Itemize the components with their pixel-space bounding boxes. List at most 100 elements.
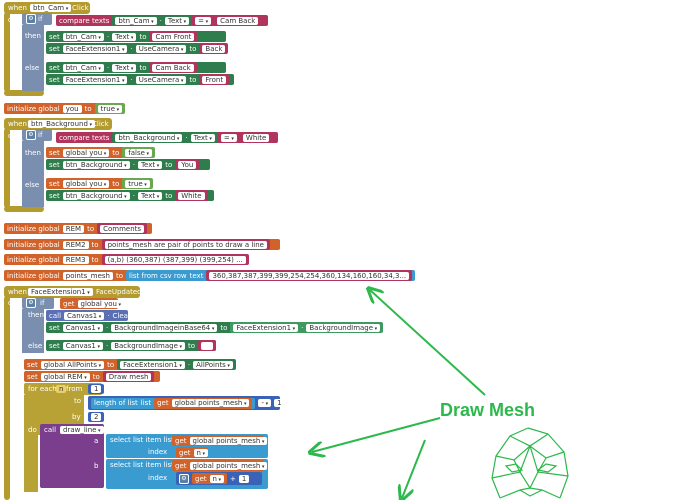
var-name-field[interactable]: REM — [62, 224, 85, 233]
boolean-dropdown[interactable]: true — [97, 104, 123, 113]
property-dropdown[interactable]: AllPoints — [193, 360, 233, 369]
text-field[interactable]: Back — [202, 44, 226, 53]
loop-var-field[interactable]: n — [56, 385, 67, 393]
operator-dropdown[interactable]: - — [258, 399, 272, 407]
component-dropdown[interactable]: FaceExtension1 — [28, 288, 93, 296]
component-dropdown[interactable]: Canvas1 — [62, 341, 103, 350]
component-dropdown[interactable]: btn_Cam — [115, 16, 157, 25]
text-literal[interactable]: Comments — [97, 223, 148, 234]
var-name-field[interactable]: REM3 — [62, 255, 89, 264]
text-literal[interactable]: points_mesh are pair of points to draw a… — [101, 239, 270, 250]
text-literal[interactable]: 360,387,387,399,399,254,254,360,134,160,… — [206, 270, 413, 281]
var-name-field[interactable]: REM2 — [62, 240, 89, 249]
boolean-literal[interactable]: true — [94, 103, 126, 114]
property-dropdown[interactable]: BackgroundImage — [111, 341, 185, 350]
text-field[interactable]: (a,b) (360,387) (387,399) (399,254) ... — [104, 255, 246, 264]
text-literal[interactable]: Back — [199, 43, 229, 54]
compare-texts-block[interactable]: compare texts btn_Cam·Text = Cam Back — [56, 15, 268, 26]
number-field[interactable]: 2 — [91, 413, 102, 421]
component-dropdown[interactable]: btn_Background — [28, 120, 95, 128]
number-field[interactable]: 1 — [91, 385, 102, 393]
property-dropdown[interactable]: Text — [137, 191, 163, 200]
component-getter[interactable]: btn_Cam·Text — [112, 15, 193, 26]
variable-dropdown[interactable]: global points_mesh — [171, 399, 250, 407]
number-literal[interactable]: 1 — [88, 384, 105, 394]
text-field[interactable]: You — [178, 160, 197, 169]
variable-dropdown[interactable]: global you — [62, 148, 110, 157]
number-field[interactable]: 1 — [238, 474, 250, 483]
component-dropdown[interactable]: btn_Background — [62, 160, 130, 169]
component-getter[interactable]: FaceExtension1·AllPoints — [117, 359, 236, 370]
boolean-literal[interactable]: true — [122, 178, 153, 189]
text-field[interactable]: Draw mesh — [105, 372, 152, 381]
property-dropdown[interactable]: BackgroundImageinBase64 — [111, 323, 218, 332]
property-dropdown[interactable]: BackgroundImage — [306, 323, 381, 332]
component-dropdown[interactable]: btn_Cam — [62, 32, 104, 41]
property-dropdown[interactable]: Text — [112, 32, 137, 41]
text-literal[interactable] — [198, 340, 217, 351]
text-literal[interactable]: Front — [199, 74, 230, 85]
component-dropdown[interactable]: Canvas1 — [64, 311, 105, 320]
component-getter[interactable]: btn_Background·Text — [112, 132, 218, 143]
set-property-block[interactable]: setCanvas1·BackgroundImageinBase64toFace… — [46, 322, 384, 333]
text-literal[interactable]: (a,b) (360,387) (387,399) (399,254) ... — [101, 254, 249, 265]
component-dropdown[interactable]: FaceExtension1 — [62, 75, 128, 84]
boolean-dropdown[interactable]: false — [125, 148, 153, 157]
call-draw-line-block[interactable] — [40, 424, 104, 488]
number-field[interactable]: 1 — [274, 399, 285, 407]
number-literal[interactable]: 2 — [88, 412, 105, 422]
variable-dropdown[interactable]: n — [193, 448, 209, 457]
var-name-field[interactable]: points_mesh — [62, 271, 113, 280]
text-field[interactable] — [201, 341, 214, 350]
text-field[interactable]: points_mesh are pair of points to draw a… — [104, 240, 267, 249]
text-field[interactable]: Comments — [100, 224, 145, 233]
text-field[interactable]: Cam Back — [217, 16, 259, 25]
text-literal[interactable]: Draw mesh — [102, 371, 155, 382]
property-dropdown[interactable]: UseCamera — [135, 44, 187, 53]
component-dropdown[interactable]: btn_Cam — [30, 4, 72, 12]
variable-dropdown[interactable]: global REM — [40, 372, 90, 381]
gear-icon[interactable]: ⚙ — [26, 130, 36, 140]
text-literal[interactable]: White — [175, 190, 208, 201]
variable-dropdown[interactable]: global points_mesh — [189, 436, 268, 445]
text-literal[interactable]: Cam Back — [214, 15, 262, 26]
text-field[interactable]: Cam Back — [152, 63, 194, 72]
text-field[interactable]: White — [178, 191, 205, 200]
text-field[interactable]: White — [242, 133, 270, 142]
property-dropdown[interactable]: UseCamera — [135, 75, 187, 84]
component-dropdown[interactable]: FaceExtension1 — [62, 44, 128, 53]
text-field[interactable]: Front — [202, 75, 227, 84]
compare-texts-block[interactable]: compare texts btn_Background·Text = Whit… — [56, 132, 278, 143]
variable-dropdown[interactable]: global AllPoints — [40, 360, 105, 369]
variable-dropdown[interactable]: global you — [77, 299, 125, 308]
text-literal[interactable]: Cam Back — [149, 62, 197, 73]
text-literal[interactable]: You — [175, 159, 200, 170]
text-literal[interactable]: Cam Front — [149, 31, 198, 42]
property-dropdown[interactable]: Text — [164, 16, 190, 25]
var-name-field[interactable]: you — [62, 104, 82, 113]
